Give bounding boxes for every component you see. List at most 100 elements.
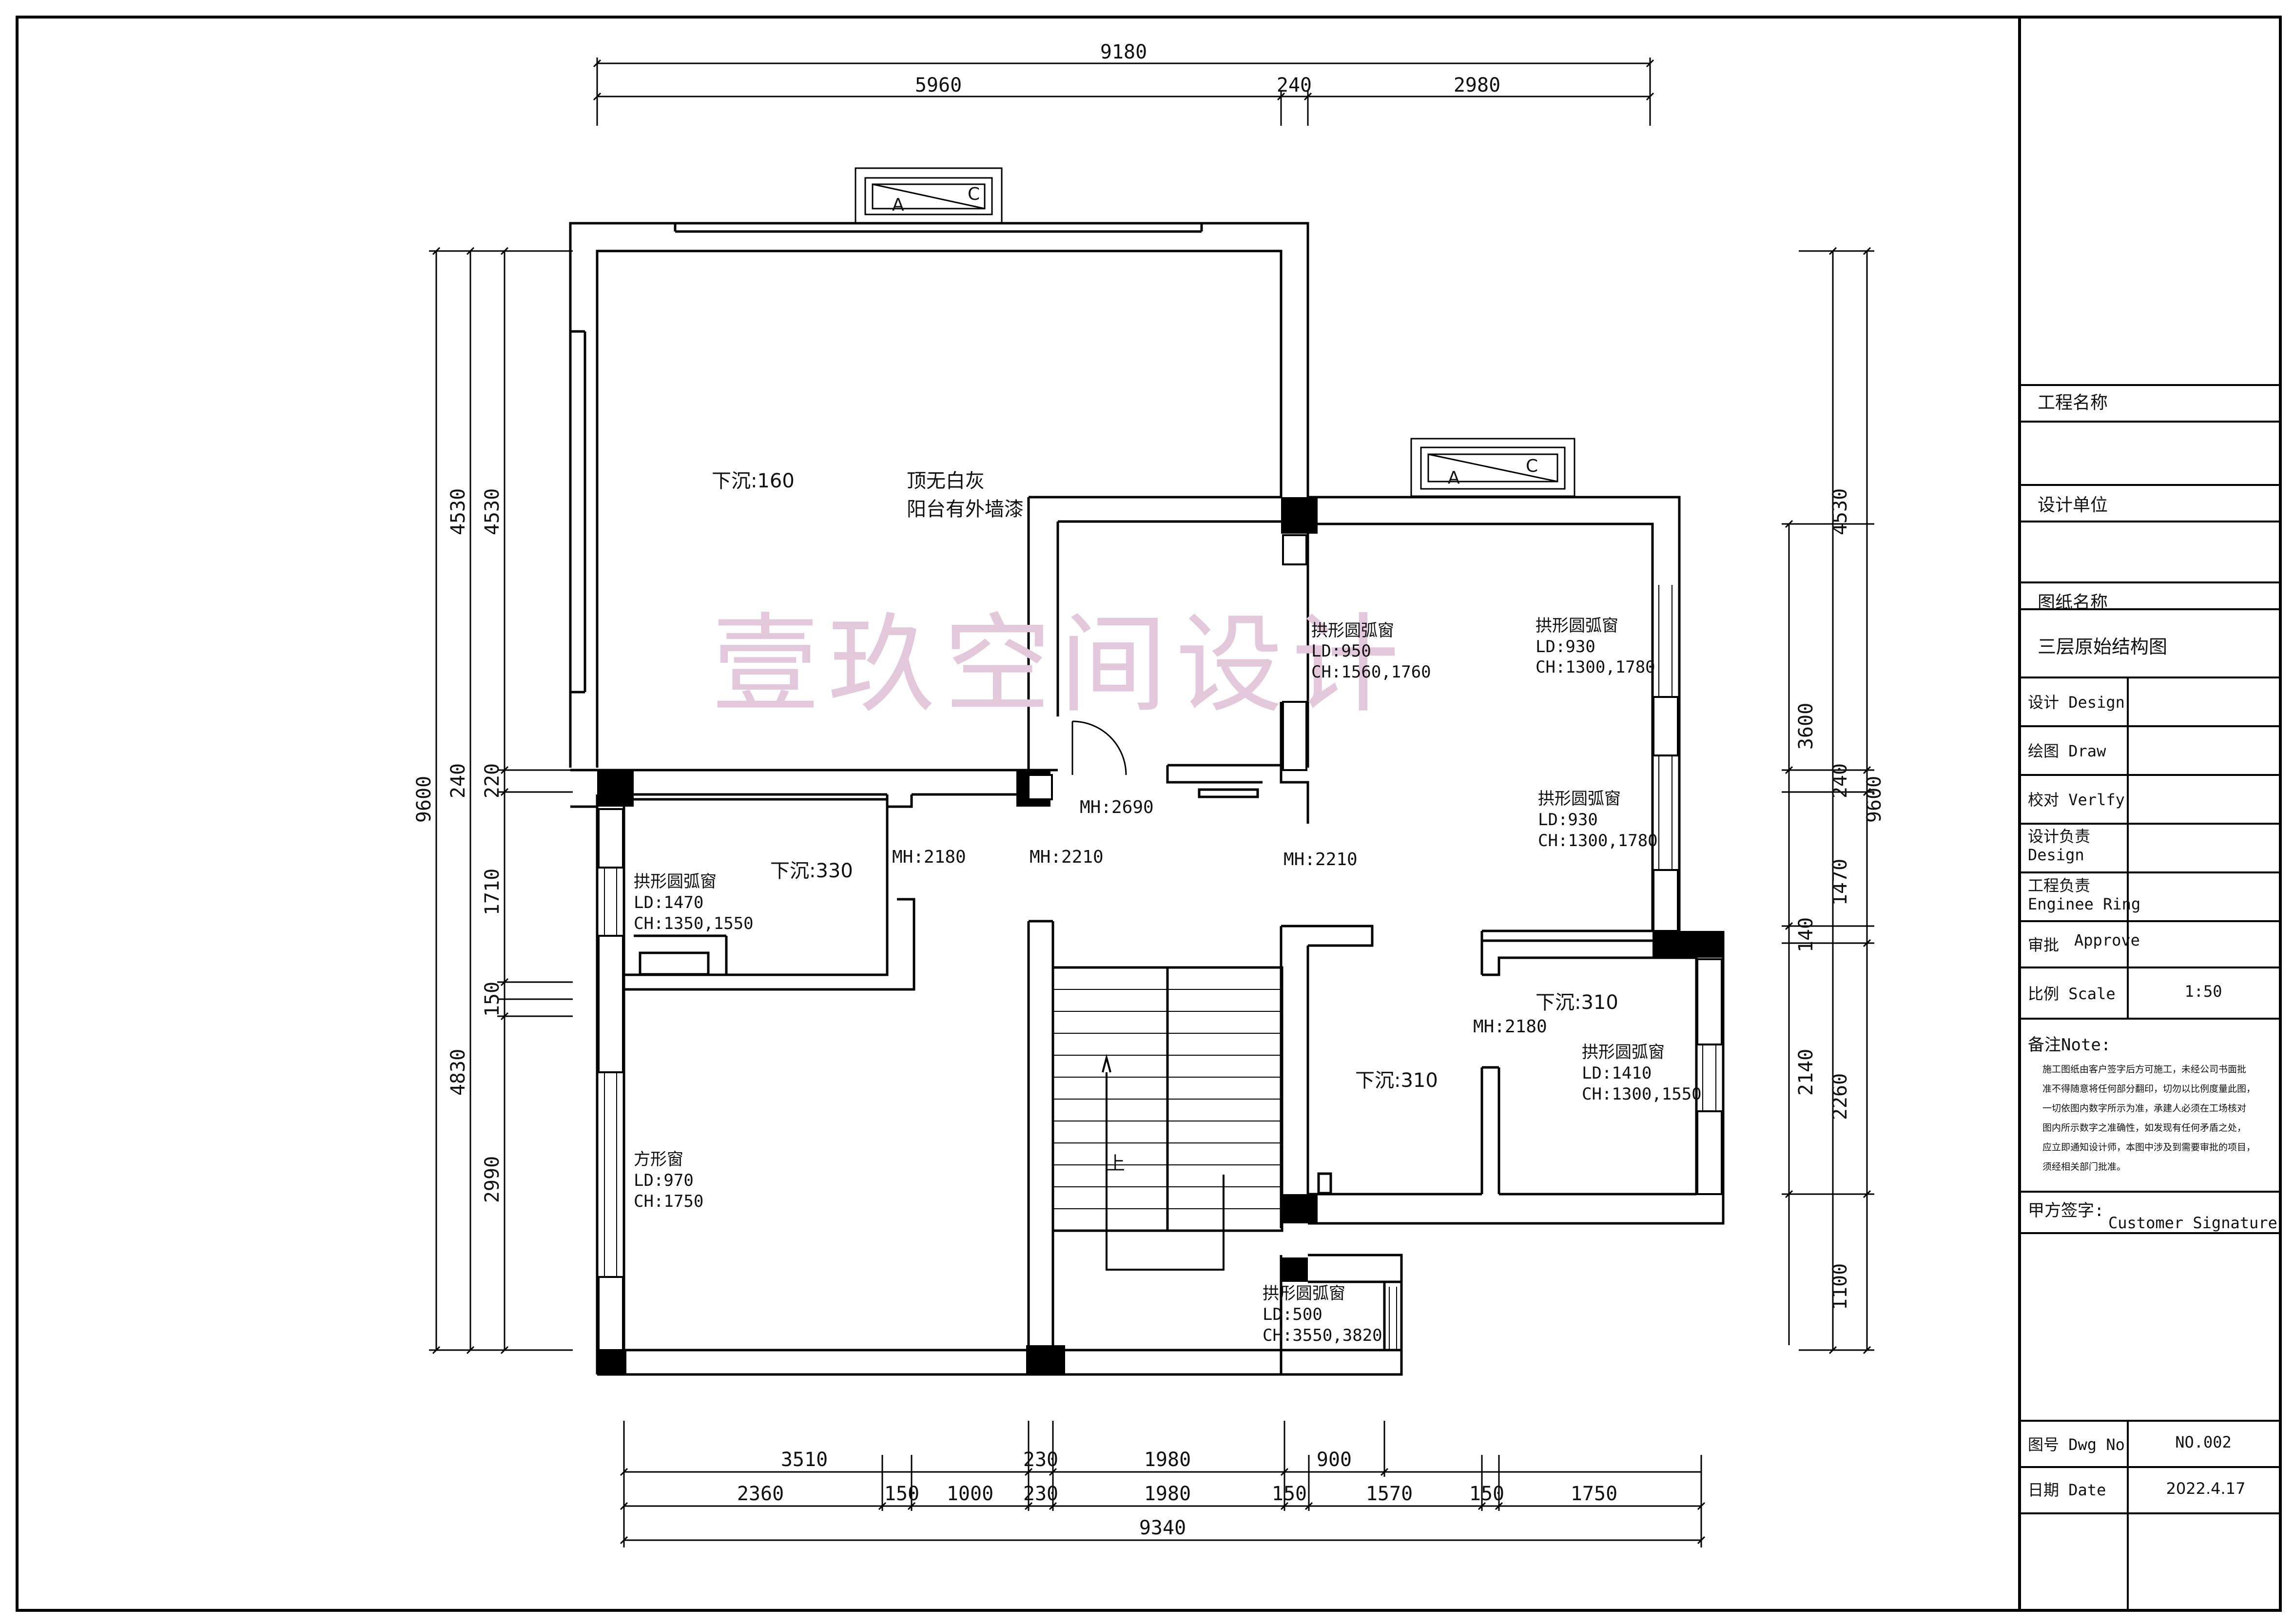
dim-left-g: 2990	[481, 1156, 504, 1203]
tb-approve-2: Approve	[2074, 931, 2140, 949]
dim-left-a1: 4530	[447, 488, 469, 535]
stair-arrow-path	[1102, 1054, 1225, 1271]
window-4-name: 拱形圆弧窗	[634, 872, 717, 891]
dim-right-b: 240	[1829, 763, 1851, 798]
dim-bot2-a: 2360	[737, 1483, 784, 1505]
dim-right-e1: 2140	[1795, 1049, 1817, 1096]
label-sink-330: 下沉:330	[770, 860, 853, 882]
window-4-ch: CH:1350,1550	[634, 914, 754, 933]
tb-eng-lead-2: Enginee Ring	[2028, 895, 2140, 913]
tb-note-line-1: 施工图纸由客户签字后方可施工，未经公司书面批	[2042, 1064, 2246, 1075]
window-1-name: 拱形圆弧窗	[1311, 621, 1394, 640]
tb-project-name: 工程名称	[2038, 393, 2108, 413]
dim-left-total: 9600	[413, 776, 435, 823]
dim-top-c: 2980	[1454, 74, 1500, 97]
dim-right-total: 9600	[1863, 776, 1886, 823]
dim-right-f: 1100	[1829, 1263, 1851, 1310]
tb-note-line-4: 图内所示数字之准确性，如发现有任何矛盾之处，	[2042, 1122, 2246, 1133]
window-1-ld: LD:950	[1311, 641, 1371, 661]
window-2-name: 拱形圆弧窗	[1536, 616, 1618, 636]
stair-treads	[1053, 989, 1282, 1209]
dim-bot1-a: 3510	[781, 1449, 828, 1471]
window-2-ld: LD:930	[1536, 637, 1595, 657]
label-mh-2210-right: MH:2210	[1283, 850, 1358, 870]
door-swing	[1071, 720, 1127, 775]
title-block-grid	[2020, 384, 2280, 1610]
ac-unit-right	[1410, 438, 1575, 497]
window-5-ch: CH:1300,1550	[1582, 1084, 1702, 1104]
ac-right-label-c: C	[1526, 456, 1538, 476]
columns	[597, 497, 1723, 1374]
dim-bot2-h: 150	[1469, 1483, 1504, 1505]
label-mh-2690: MH:2690	[1080, 797, 1154, 817]
tb-dwg-value: NO.002	[2175, 1433, 2232, 1451]
dim-bot1-c: 1980	[1144, 1449, 1191, 1471]
dim-bot2-g: 1570	[1366, 1483, 1413, 1505]
tb-draw: 绘图 Draw	[2028, 742, 2106, 760]
tb-note-line-6: 须经相关部门批准。	[2042, 1161, 2126, 1172]
dim-bot2-e: 1980	[1144, 1483, 1191, 1505]
tb-scale-label: 比例 Scale	[2028, 985, 2116, 1003]
dim-top-total: 9180	[1100, 41, 1147, 63]
tb-drawing-name: 三层原始结构图	[2038, 636, 2167, 657]
window-6-ch: CH:1750	[634, 1192, 703, 1211]
window-3-ch: CH:1300,1780	[1538, 831, 1658, 851]
label-sink-top: 下沉:160	[712, 470, 795, 492]
watermark: 壹玖空间设计	[712, 602, 1408, 727]
tb-date-label: 日期 Date	[2028, 1481, 2106, 1499]
label-mh-2210-left: MH:2210	[1030, 847, 1104, 867]
tb-design-lead-2: Design	[2028, 846, 2084, 864]
ac-unit-top	[855, 167, 1003, 224]
ac-right-label-a: A	[1448, 468, 1460, 488]
window-7-ld: LD:500	[1263, 1305, 1322, 1324]
tb-design-lead-1: 设计负责	[2028, 827, 2090, 846]
ac-label-a: A	[892, 195, 904, 215]
window-7-name: 拱形圆弧窗	[1263, 1284, 1345, 1303]
dimension-ticks	[432, 59, 1871, 1545]
dim-bot2-c: 1000	[947, 1483, 993, 1505]
dim-bot1-d: 900	[1317, 1449, 1352, 1471]
tb-note-line-3: 一切依图内数字所示为准，承建人必须在工场核对	[2042, 1103, 2246, 1114]
tb-eng-lead-1: 工程负责	[2028, 876, 2090, 895]
tb-verify: 校对 Verlfy	[2028, 791, 2125, 809]
window-2-ch: CH:1300,1780	[1536, 657, 1655, 677]
label-mh-2180-left: MH:2180	[892, 847, 966, 867]
dim-top-b: 240	[1277, 74, 1312, 97]
tb-date-value: 2022.4.17	[2166, 1479, 2246, 1498]
dim-bot2-d: 230	[1023, 1483, 1058, 1505]
dimension-lines	[429, 58, 1874, 1547]
dim-left-e: 150	[481, 982, 504, 1017]
dim-bot2-f: 150	[1272, 1483, 1307, 1505]
tb-approve-1: 审批	[2028, 936, 2059, 954]
window-3-name: 拱形圆弧窗	[1538, 789, 1621, 809]
tb-note-line-2: 准不得随意将任何部分翻印，切勿以比例度量此图，	[2042, 1083, 2255, 1094]
tb-sign-en: Customer Signature	[2108, 1214, 2277, 1232]
dim-bot2-b: 150	[884, 1483, 919, 1505]
dim-left-c: 220	[481, 763, 504, 798]
dim-bot-total: 9340	[1139, 1517, 1186, 1539]
dim-bot2-i: 1750	[1571, 1483, 1617, 1505]
label-ceiling-note-2: 阳台有外墙漆	[907, 498, 1024, 521]
tb-sign-label: 甲方签字:	[2028, 1201, 2104, 1220]
window-5-name: 拱形圆弧窗	[1582, 1043, 1665, 1062]
sheet-border	[16, 16, 2282, 1612]
tb-design-unit: 设计单位	[2038, 495, 2108, 515]
label-mh-2180-right: MH:2180	[1473, 1017, 1547, 1037]
window-7-ch: CH:3550,3820	[1263, 1326, 1382, 1345]
dim-right-a2: 3600	[1795, 703, 1817, 750]
label-sink-310-center: 下沉:310	[1355, 1069, 1438, 1092]
window-6-ld: LD:970	[634, 1171, 694, 1190]
window-3-ld: LD:930	[1538, 810, 1598, 830]
dim-right-d: 140	[1795, 917, 1817, 952]
dim-bot1-b: 230	[1023, 1449, 1058, 1471]
tb-scale-value: 1:50	[2184, 982, 2222, 1001]
dim-left-f: 4830	[447, 1049, 469, 1096]
glazing-lines	[604, 585, 1716, 1350]
tb-design: 设计 Design	[2028, 693, 2125, 712]
tb-drawing-name-label: 图纸名称	[2038, 593, 2108, 613]
label-ceiling-note-1: 顶无白灰	[907, 470, 985, 492]
tb-note-line-5: 应立即通知设计师，本图中涉及到需要审批的项目，	[2042, 1142, 2255, 1153]
window-1-ch: CH:1560,1760	[1311, 662, 1431, 682]
ac-label-c: C	[968, 184, 980, 204]
